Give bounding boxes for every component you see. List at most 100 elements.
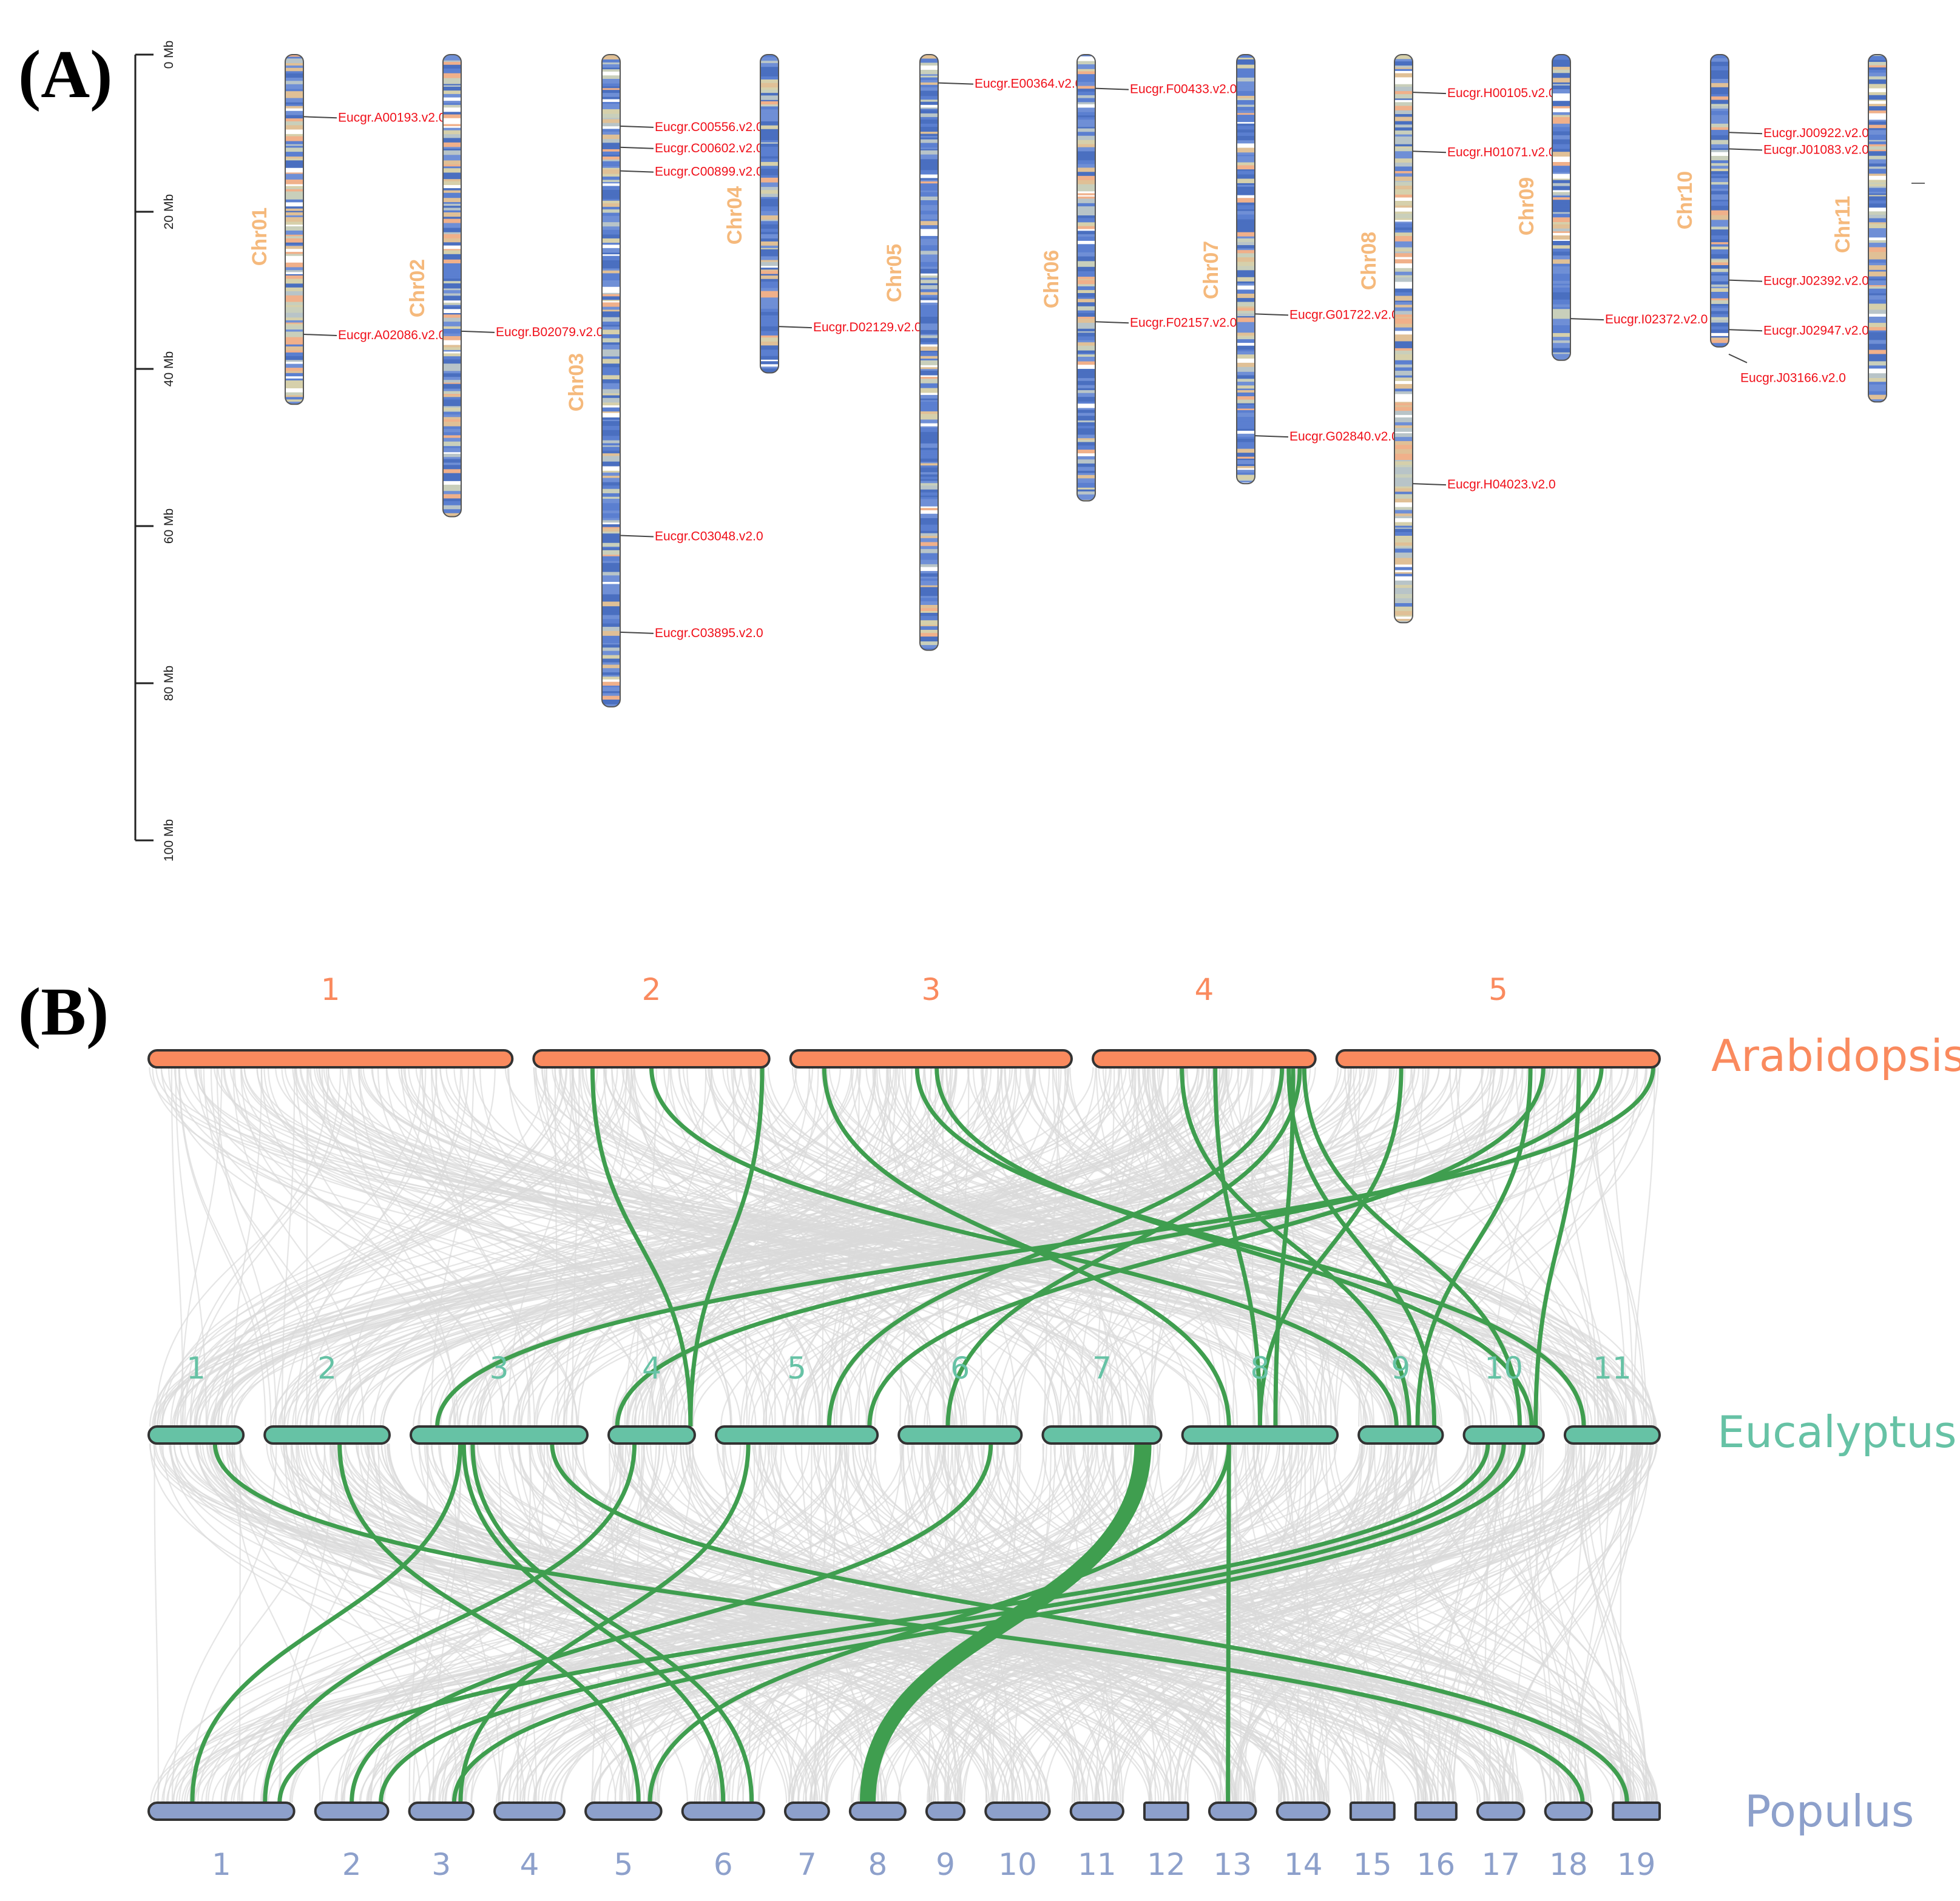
grey-link — [528, 1443, 1522, 1803]
band — [602, 123, 620, 127]
band — [920, 463, 938, 466]
band — [443, 107, 461, 112]
grey-link — [1448, 1443, 1501, 1803]
band — [1711, 339, 1729, 343]
band — [1394, 375, 1413, 378]
band — [443, 120, 461, 125]
band — [920, 66, 938, 70]
band — [602, 485, 620, 490]
band — [443, 459, 461, 464]
band — [443, 469, 461, 474]
band — [285, 325, 303, 330]
band — [285, 202, 303, 207]
band — [1394, 259, 1413, 264]
band — [1077, 155, 1095, 159]
band — [285, 136, 303, 142]
chromosome-bands — [760, 55, 779, 373]
band — [1237, 433, 1255, 437]
band — [285, 160, 303, 166]
grey-link — [1174, 1443, 1405, 1803]
band — [1237, 382, 1255, 386]
band — [602, 458, 620, 462]
highlighted-synteny-links — [190, 1067, 1655, 1803]
band — [602, 234, 620, 239]
band — [602, 194, 620, 200]
band — [602, 425, 620, 431]
band — [443, 285, 461, 289]
track-chromosome-label: 10 — [998, 1847, 1037, 1882]
band — [1237, 468, 1255, 470]
band — [443, 64, 461, 69]
band — [602, 470, 620, 473]
band — [1868, 280, 1887, 286]
band — [285, 110, 303, 116]
band — [760, 87, 779, 90]
band — [1552, 123, 1570, 127]
grey-link — [1323, 1443, 1586, 1803]
band — [920, 298, 938, 301]
gene-label: Eucgr.H04023.v2.0 — [1447, 478, 1556, 491]
grey-link — [1066, 1443, 1500, 1803]
grey-link — [174, 1443, 962, 1803]
band — [920, 107, 938, 109]
band — [285, 352, 303, 357]
band — [602, 522, 620, 525]
band — [602, 268, 620, 271]
band — [1394, 371, 1413, 376]
band — [1237, 178, 1255, 184]
grey-link — [413, 1443, 1213, 1803]
band — [1868, 92, 1887, 96]
band — [443, 97, 461, 101]
band — [1394, 69, 1413, 72]
band — [602, 200, 620, 204]
band — [285, 98, 303, 103]
grey-link — [194, 1067, 1318, 1427]
band — [1868, 337, 1887, 340]
band — [920, 174, 938, 178]
band — [920, 186, 938, 191]
band — [760, 288, 779, 292]
band — [443, 124, 461, 127]
band — [1868, 234, 1887, 238]
grey-link — [572, 1067, 663, 1427]
grey-link — [1449, 1067, 1589, 1427]
band — [1868, 130, 1887, 135]
band — [443, 190, 461, 194]
band — [920, 385, 938, 389]
band — [1237, 337, 1255, 340]
track-chromosome-label: 14 — [1284, 1847, 1323, 1882]
green-link — [550, 1443, 1629, 1803]
band — [1552, 221, 1570, 225]
track-chromosome — [1143, 1801, 1189, 1821]
band — [1394, 70, 1413, 74]
band — [602, 206, 620, 210]
band — [1711, 326, 1729, 330]
grey-link — [1073, 1443, 1431, 1803]
grey-link — [749, 1067, 1637, 1427]
track-chromosome — [1069, 1801, 1124, 1821]
band — [1237, 339, 1255, 343]
band — [760, 79, 779, 84]
band — [443, 446, 461, 449]
band — [1237, 59, 1255, 64]
band — [1394, 171, 1413, 174]
band — [760, 234, 779, 239]
grey-link — [840, 1443, 1454, 1803]
band — [760, 282, 779, 286]
band — [602, 248, 620, 254]
band — [1552, 319, 1570, 323]
band — [1394, 151, 1413, 155]
band — [1394, 348, 1413, 351]
band — [920, 596, 938, 598]
band — [285, 360, 303, 362]
grey-link — [1219, 1443, 1293, 1803]
band — [1237, 81, 1255, 84]
band — [285, 386, 303, 389]
band — [760, 182, 779, 187]
band — [1394, 377, 1413, 382]
grey-link — [498, 1443, 627, 1803]
band — [1237, 64, 1255, 69]
band — [1077, 431, 1095, 435]
band — [602, 562, 620, 568]
band — [443, 184, 461, 189]
